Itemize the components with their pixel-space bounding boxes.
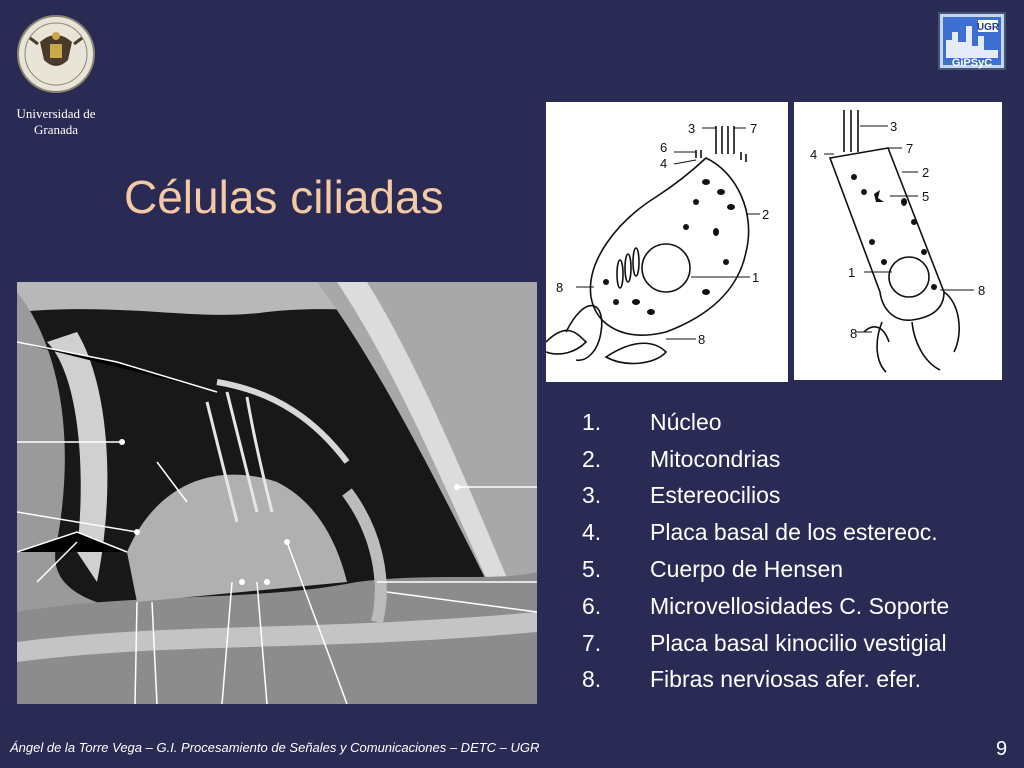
diagram-label: 8 xyxy=(978,283,985,298)
university-name: Universidad de Granada xyxy=(16,106,96,137)
diagram-label: 3 xyxy=(890,119,897,134)
diagram-label: 1 xyxy=(752,270,759,285)
gipsyc-logo-top: UGR xyxy=(977,22,1000,33)
diagram-label: 8 xyxy=(850,326,857,341)
list-item: 5. Cuerpo de Hensen xyxy=(582,551,949,588)
diagram-label: 2 xyxy=(762,207,769,222)
coat-of-arms-icon xyxy=(17,15,95,93)
organ-of-corti-image xyxy=(17,282,537,704)
list-item: 3. Estereocilios xyxy=(582,478,949,515)
diagram-label: 3 xyxy=(688,121,695,136)
diagram-label: 5 xyxy=(922,189,929,204)
list-item-number: 4. xyxy=(582,519,602,546)
legend-list: 1.Núcleo 2.Mitocondrias 3.Estereocilios … xyxy=(582,404,949,698)
list-item: 4. Placa basal de los estereoc. xyxy=(582,514,949,551)
list-item-number: 1. xyxy=(582,408,602,435)
hair-cell-diagram-type-2: 3 4 7 2 5 1 8 8 xyxy=(794,102,1002,380)
list-item-label: Placa basal de los estereoc. xyxy=(650,519,938,546)
list-item-label: Microvellosidades C. Soporte xyxy=(650,592,950,619)
list-item-label: Estereocilios xyxy=(650,482,781,509)
diagram-label: 8 xyxy=(556,280,563,295)
diagram-label: 7 xyxy=(906,141,913,156)
list-item: 1. Núcleo xyxy=(582,404,949,441)
list-item-label: Cuerpo de Hensen xyxy=(650,556,844,583)
list-item: 8. Fibras nerviosas afer. efer. xyxy=(582,662,949,699)
diagram-label: 2 xyxy=(922,165,929,180)
list-item: 2. Mitocondrias xyxy=(582,441,949,478)
list-item-number: 8. xyxy=(582,666,602,693)
list-item-label: Mitocondrias xyxy=(650,445,781,472)
list-item-number: 6. xyxy=(582,592,602,619)
gipsyc-logo-text: GiPSyC xyxy=(952,57,992,69)
diagram-label: 7 xyxy=(750,121,757,136)
diagram-label: 1 xyxy=(848,265,855,280)
list-item-number: 3. xyxy=(582,482,602,509)
list-item-number: 2. xyxy=(582,445,602,472)
list-item: 7. Placa basal kinocilio vestigial xyxy=(582,625,949,662)
diagram-label: 8 xyxy=(698,332,705,347)
list-item-label: Placa basal kinocilio vestigial xyxy=(650,629,947,656)
page-number: 9 xyxy=(996,738,1008,760)
slide-title: Células ciliadas xyxy=(124,171,444,223)
list-item: 6. Microvellosidades C. Soporte xyxy=(582,588,949,625)
list-item-label: Núcleo xyxy=(650,408,722,435)
list-item-number: 7. xyxy=(582,629,602,656)
footer-text: Ángel de la Torre Vega – G.I. Procesamie… xyxy=(10,740,540,755)
gipsyc-logo-icon: UGR GiPSyC xyxy=(938,12,1006,70)
diagram-label: 6 xyxy=(660,140,667,155)
diagram-label: 4 xyxy=(810,147,817,162)
list-item-number: 5. xyxy=(582,556,602,583)
list-item-label: Fibras nerviosas afer. efer. xyxy=(650,666,922,693)
hair-cell-diagram-type-1: 3 7 6 4 2 1 8 8 xyxy=(545,102,788,382)
diagram-label: 4 xyxy=(660,156,667,171)
